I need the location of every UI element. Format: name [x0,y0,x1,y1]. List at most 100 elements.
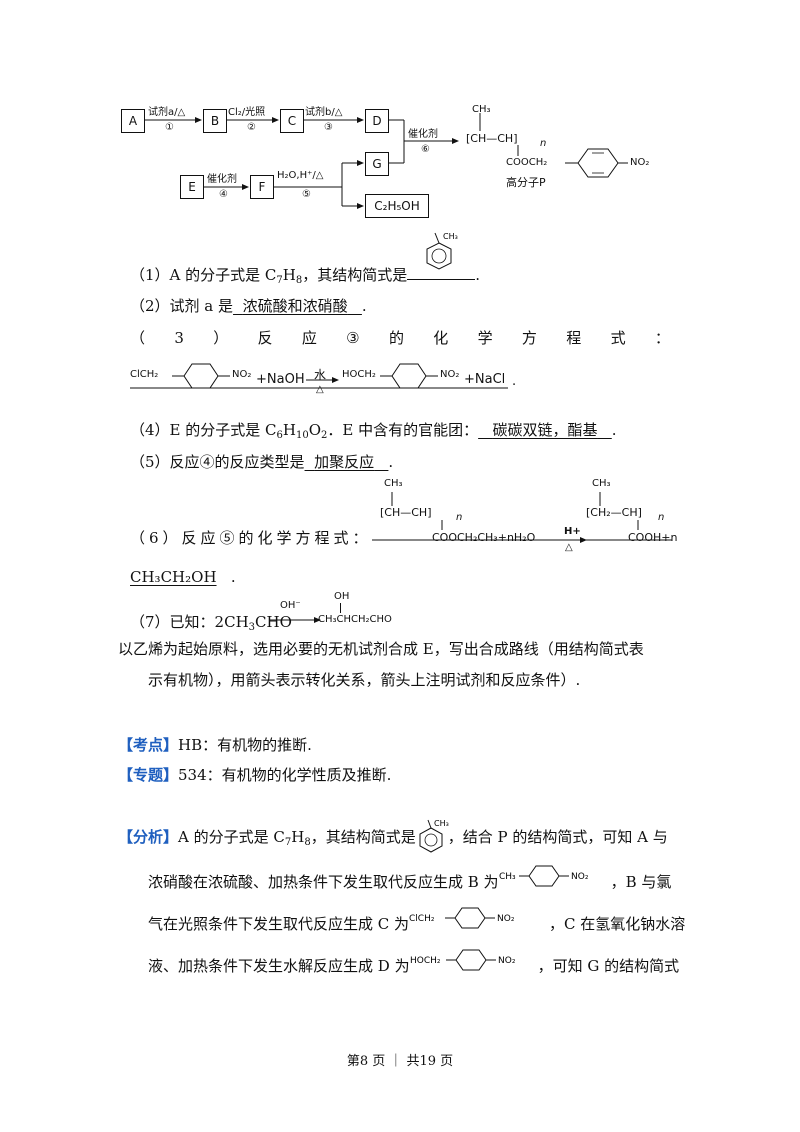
q3-char: 程 [566,329,582,347]
q3-product: HOCH₂ [342,369,376,380]
compound-d-box: D [365,109,389,133]
arrow5-reagent: H₂O,H⁺/△ [277,170,324,181]
q3-char: 的 [388,329,404,347]
fenxi-d-graphic: HOCH₂ NO₂ [410,949,515,971]
fenxi-line-3: 气在光照条件下发生取代反应生成 C 为 ClCH₂ NO₂ ，C 在氢氧化钠水溶 [148,907,685,935]
question-6-label: （6）反应⑤的化学方程式： [130,527,372,549]
q3-nacl: +NaCl [464,372,506,387]
fenxi-c-no2: NO₂ [497,914,515,924]
question-6-line2: CH₃CH₂OH . [130,566,236,588]
q1-answer-blank: CH₃ [407,232,476,280]
fenxi-sub8: 8 [304,837,311,848]
polymer-chain: [CH—CH] [466,132,518,145]
q3-naoh: +NaOH [256,372,305,387]
fenxi-b-graphic: CH₃ NO₂ [499,865,589,887]
arrow5-step: ⑤ [302,189,311,200]
q4-mid: ．E 中含有的官能团： [327,421,479,439]
q7-line3: 示有机物），用箭头表示转化关系，箭头上注明试剂和反应条件）. [148,671,581,689]
page-footer: 第8 页 ｜ 共19 页 [346,1054,454,1069]
q4-sub: 2 [321,430,328,441]
fenxi-sub7: 7 [284,837,292,848]
q4-end: . [611,421,617,439]
q6-acid: COOH+n [628,531,678,544]
q6-line2-text: CH₃CH₂OH [130,568,217,586]
compound-c-box: C [280,109,304,133]
q7-product: CH₃CHCH₂CHO [318,614,392,625]
q2-answer-text: 浓硫酸和浓硝酸 [242,297,348,315]
q6-ch3-right: CH₃ [592,478,611,489]
arrow4-step: ④ [219,189,228,200]
kaodian-text: HB：有机物的推断. [178,736,312,754]
q1-sub7: 7 [276,275,283,286]
q5-prefix: （5）反应④的反应类型是 [130,453,305,471]
q6-cond-h: H+ [564,526,581,537]
arrow1-reagent: 试剂a/△ [148,107,186,118]
fenxi-d-hoch2: HOCH₂ [410,956,441,966]
question-3-heading: （ 3 ） 反 应 ③ 的 化 学 方 程 式 ： [130,327,670,349]
q1-suffix: ，其结构简式是 [302,266,408,284]
arrow6-reagent: 催化剂 [408,129,438,140]
q3-end: . [512,374,517,389]
arrow3-reagent: 试剂b/△ [305,107,343,118]
q3-char: ： [654,329,670,347]
question-7: （7）已知：2CH3CHO [130,611,292,639]
q3-char: 反 [257,329,273,347]
q3-char: 方 [521,329,537,347]
q4-sub: 10 [295,430,309,441]
q4-h: H [282,421,296,439]
fenxi-b-no2: NO₂ [571,872,589,882]
question-4: （4）E 的分子式是 C6H10O2．E 中含有的官能团： 碳碳双链，酯基 . [130,419,617,447]
q3-char: 3 [174,329,184,347]
q3-reactant: ClCH₂ [130,369,159,380]
q1-prefix: （1）A 的分子式是 C [130,266,277,284]
kaodian: 【考点】HB：有机物的推断. [118,734,312,756]
q2-end: . [361,297,367,315]
q3-product-no2: NO₂ [440,369,460,380]
fenxi-h: H [291,828,305,846]
q3-char: 化 [433,329,449,347]
q5-end: . [388,453,394,471]
fenxi-l4b: ，可知 G 的结构简式 [537,957,680,975]
q3-char: 学 [477,329,493,347]
fenxi-toluene-structure: CH₃ [419,819,449,853]
toluene-ch3: CH₃ [443,232,458,241]
question-7-line2: 以乙烯为起始原料，选用必要的无机试剂合成 E，写出合成路线（用结构简式表 [118,638,644,660]
q4-answer-text: 碳碳双链，酯基 [492,421,598,439]
fenxi-l1c: ，结合 P 的结构简式，可知 A 与 [447,828,668,846]
q3-equation-graphic [130,363,508,389]
arrow2-step: ② [247,122,256,133]
polymer-ch3: CH₃ [472,104,491,115]
question-2: （2）试剂 a 是 浓硫酸和浓硝酸 . [130,295,367,317]
q2-answer: 浓硫酸和浓硝酸 [233,297,362,315]
fenxi-b-ch3: CH₃ [499,872,516,882]
q3-char: 应 [301,329,317,347]
q3-char: ） [213,329,229,347]
arrow1-step: ① [165,122,174,133]
zhuanti: 【专题】534：有机物的化学性质及推断. [118,764,391,786]
q6-ch3-left: CH₃ [384,478,403,489]
q6-prefix: （6）反应⑤的化学方程式： [130,529,372,547]
q7-cho: CHO [255,613,292,631]
fenxi-l2b: ，B 与氯 [610,873,672,891]
polymer-label: 高分子P [506,176,546,189]
compound-b-box: B [203,109,227,133]
q6-ester: COOCH₂CH₃+nH₂O [432,531,536,544]
diagram-arrows [144,113,628,209]
q1-h: H [282,266,296,284]
kaodian-tag: 【考点】 [118,736,179,754]
q6-n-left: n [456,512,463,523]
q3-reactant-no2: NO₂ [232,369,252,380]
fenxi-l4a: 液、加热条件下发生水解反应生成 D 为 [148,957,410,975]
q3-char: ③ [346,329,360,347]
fenxi-c-clch2: ClCH₂ [409,914,435,924]
compound-a-box: A [121,109,145,133]
q6-equation-graphic [372,492,672,543]
question-5: （5）反应④的反应类型是 加聚反应 . [130,451,393,473]
polymer-no2: NO₂ [630,157,650,168]
q7-arrow [270,617,321,623]
q7-sub: 3 [248,622,256,633]
q5-answer-text: 加聚反应 [314,453,375,471]
question-1: （1）A 的分子式是 C7H8，其结构简式是 CH₃ . [130,232,480,292]
fenxi-toluene-ch3: CH₃ [434,819,449,828]
fenxi-c-graphic: ClCH₂ NO₂ [409,907,515,929]
